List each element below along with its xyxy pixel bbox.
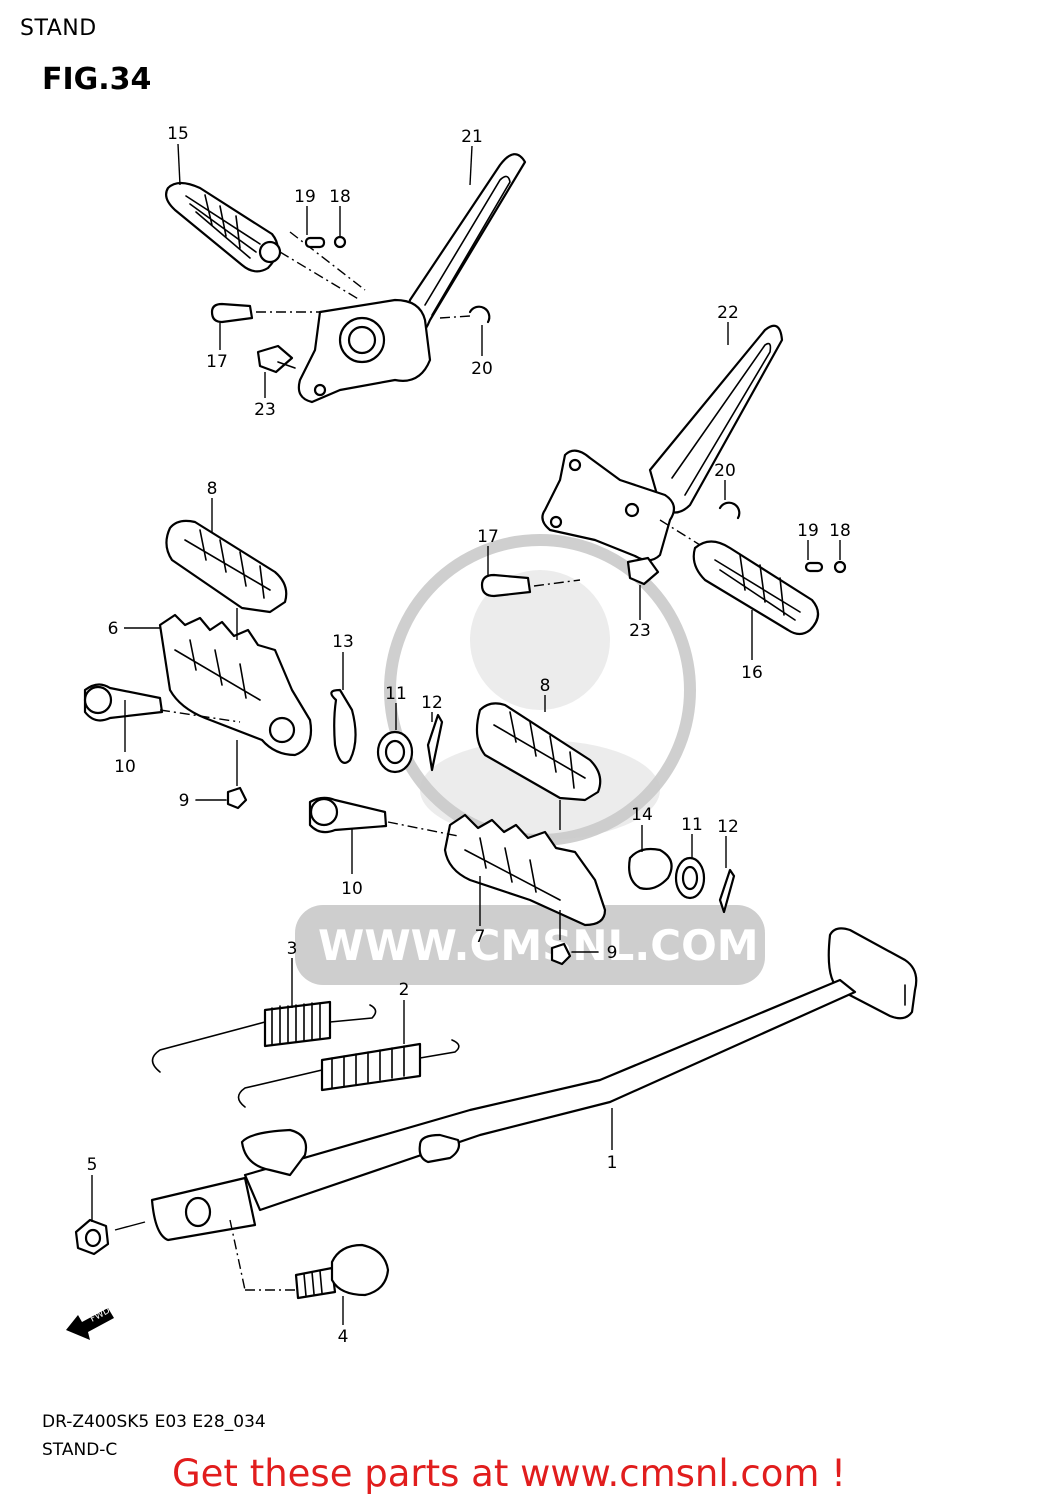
part-number-12-lower: 12 bbox=[717, 817, 739, 837]
part-number-9: 9 bbox=[179, 791, 190, 811]
part-number-14: 14 bbox=[631, 805, 653, 825]
part-number-7: 7 bbox=[475, 927, 486, 947]
part-number-10: 10 bbox=[114, 757, 136, 777]
part-number-6: 6 bbox=[108, 619, 119, 639]
fwd-arrow-icon: FWD bbox=[66, 1306, 114, 1340]
part-number-8-lower: 8 bbox=[540, 676, 551, 696]
part-number-22: 22 bbox=[717, 303, 739, 323]
part-number-8: 8 bbox=[207, 479, 218, 499]
part-number-18: 18 bbox=[329, 187, 351, 207]
rear-footrest-right bbox=[480, 324, 847, 636]
front-footpeg-upper bbox=[83, 519, 444, 810]
parts-shop-link[interactable]: Get these parts at www.cmsnl.com ! bbox=[172, 1452, 847, 1495]
part-number-17-right: 17 bbox=[477, 527, 499, 547]
diagram-variant: STAND-C bbox=[42, 1440, 118, 1460]
part-number-18-right: 18 bbox=[829, 521, 851, 541]
part-number-23: 23 bbox=[254, 400, 276, 420]
watermark-url: WWW.CMSNL.COM bbox=[318, 921, 759, 970]
front-footpeg-lower bbox=[308, 702, 736, 966]
figure-title: FIG.34 bbox=[42, 62, 152, 97]
part-number-20: 20 bbox=[471, 359, 493, 379]
watermark: WWW.CMSNL.COM bbox=[295, 534, 765, 985]
model-code: DR-Z400SK5 E03 E28_034 bbox=[42, 1412, 266, 1432]
part-number-5: 5 bbox=[87, 1155, 98, 1175]
part-number-19: 19 bbox=[294, 187, 316, 207]
part-number-9-lower: 9 bbox=[607, 943, 618, 963]
part-number-1: 1 bbox=[607, 1153, 618, 1173]
part-number-2: 2 bbox=[399, 980, 410, 1000]
rear-footrest-left bbox=[165, 153, 527, 404]
part-number-15: 15 bbox=[167, 124, 189, 144]
part-number-11: 11 bbox=[385, 684, 407, 704]
part-number-23-right: 23 bbox=[629, 621, 651, 641]
part-number-19-right: 19 bbox=[797, 521, 819, 541]
part-numbers: 15 21 19 18 17 20 23 22 20 19 18 17 23 1… bbox=[87, 124, 851, 1347]
part-number-10-lower: 10 bbox=[341, 879, 363, 899]
part-number-20-right: 20 bbox=[714, 461, 736, 481]
springs bbox=[151, 1000, 460, 1108]
side-stand bbox=[74, 927, 918, 1300]
leader-lines bbox=[91, 143, 841, 1325]
part-number-4: 4 bbox=[338, 1327, 349, 1347]
part-number-11-lower: 11 bbox=[681, 815, 703, 835]
part-number-13: 13 bbox=[332, 632, 354, 652]
section-title: STAND bbox=[20, 16, 97, 41]
part-number-17: 17 bbox=[206, 352, 228, 372]
part-number-12: 12 bbox=[421, 693, 443, 713]
part-number-3: 3 bbox=[287, 939, 298, 959]
part-number-21: 21 bbox=[461, 127, 483, 147]
part-number-16: 16 bbox=[741, 663, 763, 683]
